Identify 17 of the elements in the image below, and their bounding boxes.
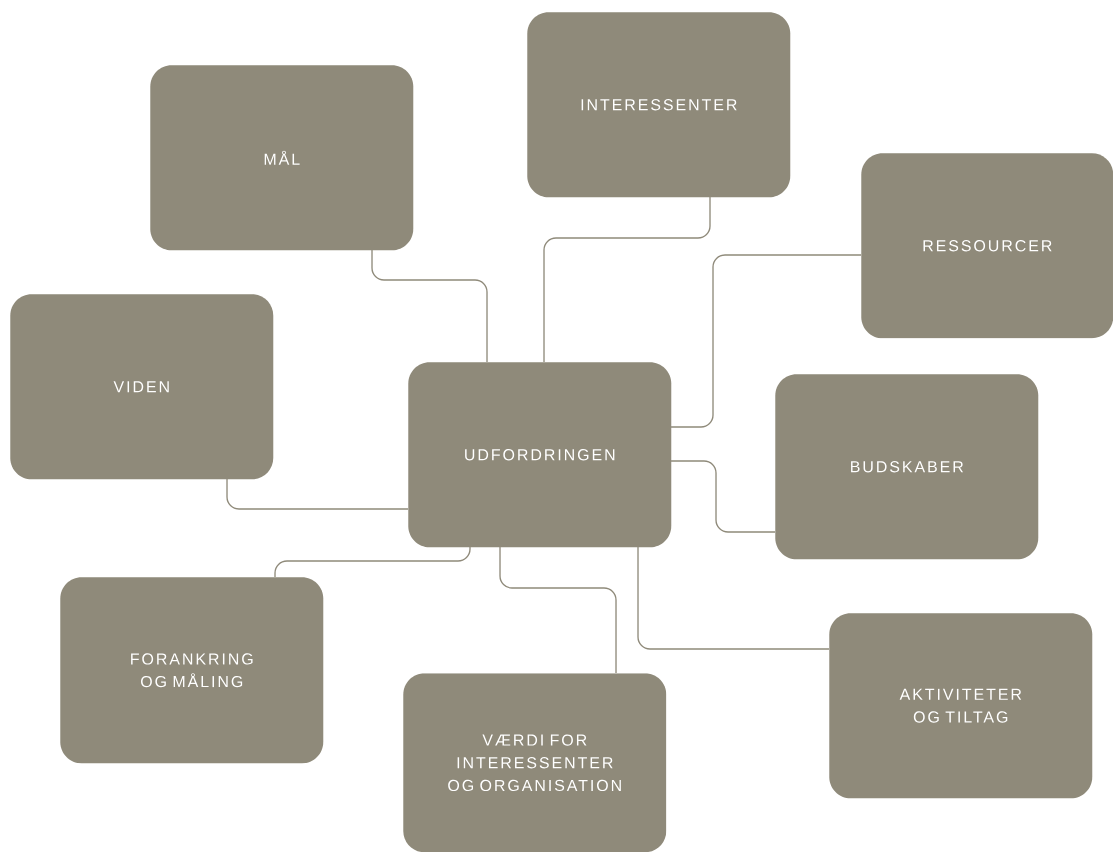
- connector-line: [637, 546, 830, 650]
- topic-box: VÆRDI FOR INTERESSENTER OG ORGANISATION: [403, 673, 667, 852]
- topic-box: BUDSKABER: [775, 374, 1039, 560]
- connector-line: [670, 254, 862, 428]
- topic-box: UDFORDRINGEN: [408, 362, 672, 548]
- topic-box: AKTIVITETER OG TILTAG: [829, 613, 1093, 799]
- connector-line: [371, 249, 488, 363]
- topic-box: INTERESSENTER: [527, 12, 791, 198]
- topic-box: FORANKRING OG MÅLING: [60, 577, 324, 764]
- connector-line: [274, 546, 471, 578]
- connector-line: [543, 196, 711, 363]
- connector-line: [226, 478, 409, 510]
- topic-box: MÅL: [150, 65, 414, 251]
- topic-box: RESSOURCER: [861, 153, 1113, 339]
- connector-line: [670, 460, 776, 533]
- connector-line: [499, 546, 617, 674]
- topic-box: VIDEN: [10, 294, 274, 480]
